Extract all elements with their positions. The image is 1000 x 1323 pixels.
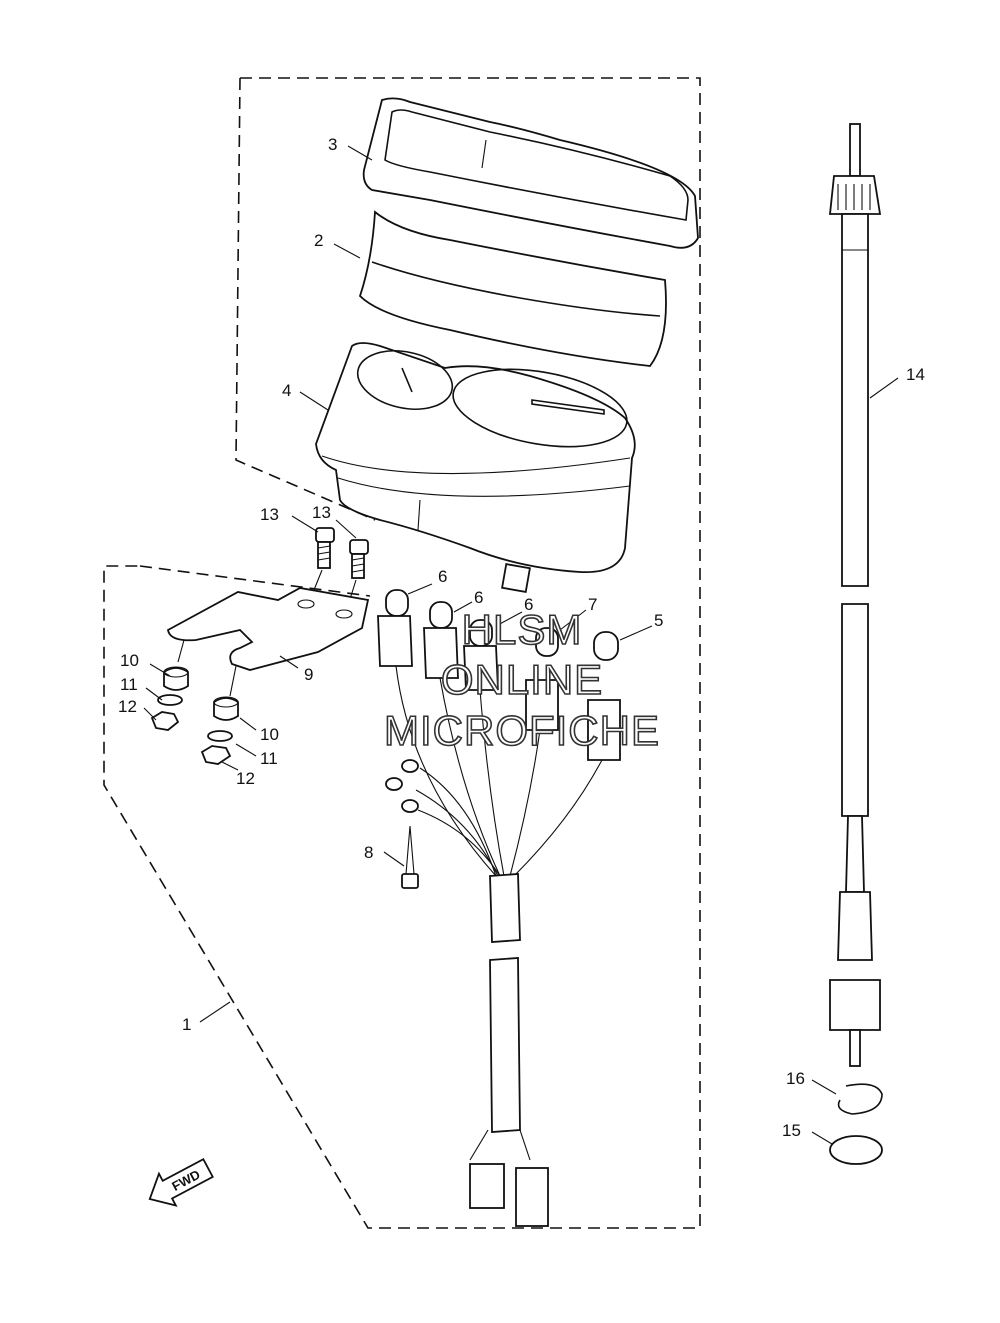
washer-11-left [157, 694, 183, 706]
nut-12-left [150, 711, 180, 731]
washer-11-right [207, 730, 233, 742]
callout-labels: 3 2 4 13 13 6 6 6 7 5 9 10 11 12 10 11 1… [118, 135, 925, 1140]
watermark-line2: ONLINE [441, 656, 603, 703]
callout-3: 3 [328, 135, 337, 154]
watermark-line1: HLSM [462, 606, 583, 653]
fwd-arrow-icon: FWD [148, 1157, 214, 1207]
bulb-5 [587, 631, 621, 761]
callout-11a: 11 [120, 675, 138, 694]
callout-1: 1 [182, 1015, 191, 1034]
callout-10a: 10 [120, 651, 139, 670]
callout-6c: 6 [524, 595, 533, 614]
bolt-13-right [349, 539, 369, 579]
callout-16: 16 [786, 1069, 805, 1088]
bulb-6b [423, 601, 459, 679]
callout-8: 8 [364, 843, 373, 862]
callout-9: 9 [304, 665, 313, 684]
callout-6b: 6 [474, 588, 483, 607]
bulb-6c [463, 619, 499, 691]
callout-6a: 6 [438, 567, 447, 586]
callout-12b: 12 [236, 769, 255, 788]
callout-11b: 11 [260, 749, 278, 768]
clip-16 [837, 1083, 883, 1115]
speedometer-cable [829, 123, 882, 1067]
bolt-13-left [315, 527, 335, 569]
callout-4: 4 [282, 381, 291, 400]
callout-13b: 13 [312, 503, 331, 522]
assembly-boundary [103, 77, 701, 1229]
callout-5: 5 [654, 611, 663, 630]
watermark-line3: MICROFICHE [384, 707, 660, 754]
meter-assembly [315, 342, 636, 593]
callout-13a: 13 [260, 505, 279, 524]
callout-10b: 10 [260, 725, 279, 744]
wire-harness [385, 665, 603, 1227]
bracket [167, 587, 370, 671]
meter-ring [358, 210, 667, 367]
bulb-6a [377, 589, 413, 667]
callout-7: 7 [588, 595, 597, 614]
callout-15: 15 [782, 1121, 801, 1140]
callout-14: 14 [906, 365, 925, 384]
collar-10-right [213, 696, 239, 721]
bulb-7 [525, 627, 559, 731]
screw-8 [401, 825, 419, 889]
meter-cover [362, 97, 699, 249]
leader-lines [143, 145, 899, 1145]
o-ring-15 [829, 1135, 883, 1165]
callout-2: 2 [314, 231, 323, 250]
nut-12-right [200, 745, 232, 765]
callout-12a: 12 [118, 697, 137, 716]
watermark: HLSM ONLINE MICROFICHE [383, 605, 660, 755]
collar-10-left [163, 666, 189, 691]
